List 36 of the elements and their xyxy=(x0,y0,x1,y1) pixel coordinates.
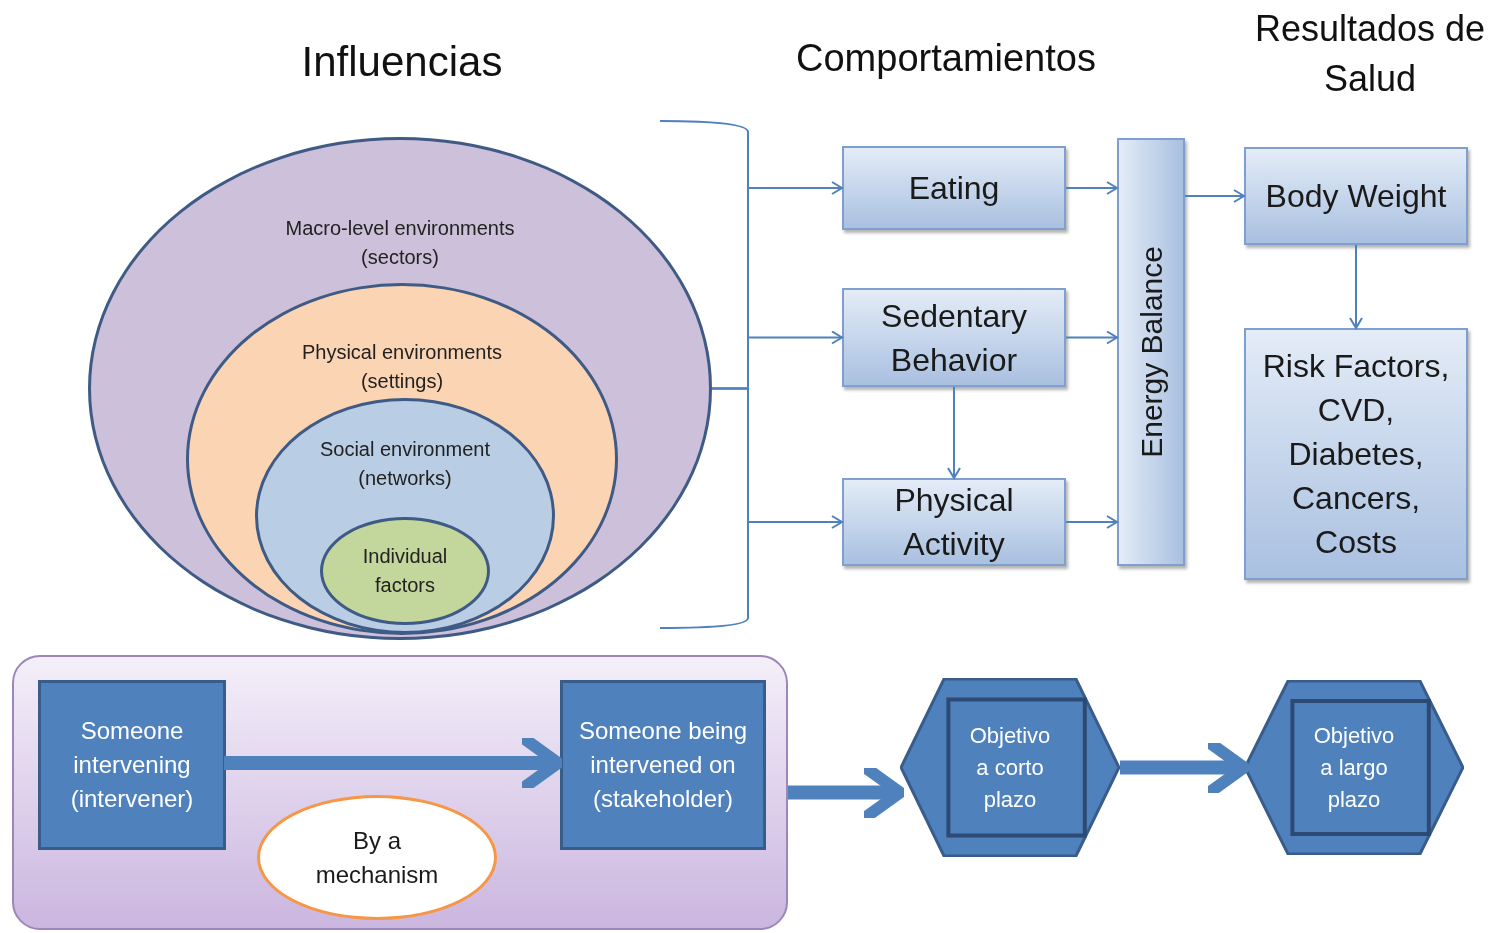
column-heading: Influencias xyxy=(300,37,504,87)
node-label: Objetivo a largo plazo xyxy=(1312,721,1396,814)
panel xyxy=(12,655,788,930)
process-box xyxy=(842,478,1066,566)
node-label: By a mechanism xyxy=(314,825,440,890)
arrow xyxy=(711,387,843,529)
process-box xyxy=(560,680,766,850)
process-box xyxy=(38,680,226,850)
arrow xyxy=(1349,244,1363,329)
node-label: Social environment (networks) xyxy=(318,437,492,491)
node-label: Individual factors xyxy=(361,544,449,598)
node-label: Someone being intervened on (stakeholder) xyxy=(577,716,749,814)
vertical-bar xyxy=(1117,138,1185,566)
node-label: Risk Factors, CVD, Diabetes, Cancers, Costs xyxy=(1261,347,1451,562)
arrow xyxy=(1065,181,1118,195)
node-label: Sedentary Behavior xyxy=(880,296,1028,380)
arrow xyxy=(947,386,961,479)
hexagon-shape xyxy=(900,678,1120,857)
hexagon-shape xyxy=(1244,680,1464,855)
process-box xyxy=(1244,328,1468,580)
arrow xyxy=(1065,330,1118,345)
arrow xyxy=(1184,189,1245,203)
node-label: Body Weight xyxy=(1265,177,1447,216)
node-label: Energy Balance xyxy=(1133,246,1169,458)
column-heading: Comportamientos xyxy=(795,36,1097,81)
column-heading: Resultados de Salud xyxy=(1253,7,1487,101)
node-label: Physical environments (settings) xyxy=(300,340,504,394)
node-label: Eating xyxy=(908,169,1000,208)
process-box xyxy=(1244,147,1468,245)
process-box xyxy=(842,146,1066,230)
arrow xyxy=(1065,515,1118,529)
node-label: Macro-level environments (sectors) xyxy=(284,216,516,270)
node-label: Someone intervening (intervener) xyxy=(69,716,195,814)
process-box xyxy=(842,288,1066,387)
node-label: Physical Activity xyxy=(893,481,1015,564)
node-label: Objetivo a corto plazo xyxy=(968,721,1052,814)
